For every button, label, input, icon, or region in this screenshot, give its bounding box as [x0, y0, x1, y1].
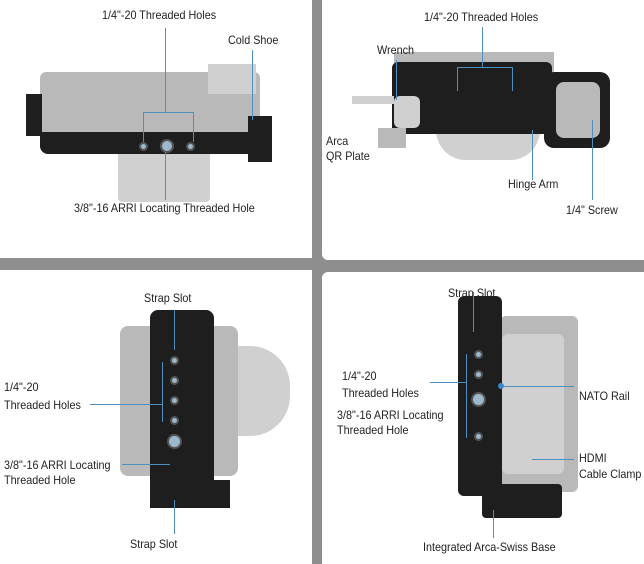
panel-side-view: Strap Slot 1/4"-20 Threaded Holes 3/8"-1…	[0, 270, 312, 564]
panel-rear-view: Strap Slot 1/4"-20 Threaded Holes 3/8"-1…	[322, 272, 644, 564]
threaded-hole	[139, 142, 148, 151]
threaded-hole	[474, 432, 483, 441]
cage-base	[150, 480, 230, 508]
label-arri-line2: Threaded Hole	[337, 423, 409, 437]
label-strap-slot-bottom: Strap Slot	[130, 537, 178, 551]
arri-hole	[471, 392, 486, 407]
arri-hole	[160, 139, 174, 153]
camera-viewfinder	[208, 64, 256, 94]
cage-side	[150, 310, 214, 500]
arca-base	[482, 484, 562, 518]
grip	[556, 82, 600, 138]
panel-top-view: 1/4"-20 Threaded Holes Cold Shoe 3/8"-16…	[0, 0, 312, 258]
cage-side	[248, 116, 272, 162]
camera-lens	[232, 346, 290, 436]
label-strap-slot: Strap Slot	[448, 286, 496, 300]
threaded-hole	[170, 356, 179, 365]
label-hinge-arm: Hinge Arm	[508, 177, 559, 191]
label-wrench: Wrench	[377, 43, 415, 57]
label-threaded-holes: 1/4"-20 Threaded Holes	[424, 10, 539, 24]
camera-lens	[436, 130, 540, 160]
label-strap-slot-top: Strap Slot	[144, 291, 192, 305]
label-arca-base: Integrated Arca-Swiss Base	[423, 540, 556, 554]
cage-plate	[40, 132, 260, 154]
threaded-hole	[474, 350, 483, 359]
label-arri-line1: 3/8"-16 ARRI Locating	[337, 408, 444, 422]
label-threaded-holes: 1/4"-20 Threaded Holes	[102, 8, 217, 22]
threaded-hole	[186, 142, 195, 151]
camera-screen	[502, 334, 564, 474]
label-arca-qr-plate-line2: QR Plate	[326, 149, 370, 163]
camera-lens	[118, 150, 210, 202]
threaded-hole	[170, 416, 179, 425]
label-threaded-holes-line1: 1/4"-20	[4, 380, 39, 394]
label-threaded-holes-line1: 1/4"-20	[342, 369, 377, 383]
panel-bottom-view: 1/4"-20 Threaded Holes Wrench Arca QR Pl…	[322, 0, 644, 260]
arri-hole	[167, 434, 182, 449]
label-arri-hole: 3/8"-16 ARRI Locating Threaded Hole	[74, 201, 255, 215]
label-nato-rail: NATO Rail	[579, 389, 630, 403]
label-cold-shoe: Cold Shoe	[228, 33, 279, 47]
cage-left	[26, 94, 42, 136]
wrench	[394, 96, 420, 128]
threaded-hole	[474, 370, 483, 379]
label-arca-qr-plate-line1: Arca	[326, 134, 349, 148]
label-arri-line2: Threaded Hole	[4, 473, 76, 487]
label-threaded-holes-line2: Threaded Holes	[342, 386, 419, 400]
arca-qr-plate	[378, 128, 406, 148]
label-hdmi-line1: HDMI	[579, 451, 607, 465]
threaded-hole	[170, 396, 179, 405]
label-threaded-holes-line2: Threaded Holes	[4, 398, 81, 412]
label-hdmi-line2: Cable Clamp	[579, 467, 642, 481]
label-screw: 1/4" Screw	[566, 203, 618, 217]
threaded-hole	[170, 376, 179, 385]
rod	[352, 96, 394, 104]
label-arri-line1: 3/8"-16 ARRI Locating	[4, 458, 111, 472]
